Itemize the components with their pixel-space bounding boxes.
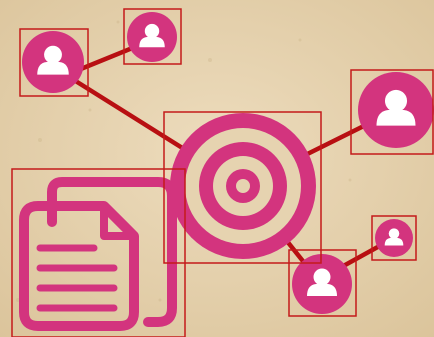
user-icon: [375, 219, 413, 257]
target-icon: [170, 113, 316, 259]
user-icon: [127, 12, 177, 62]
annotation-boxes: [11, 8, 434, 337]
user-icon: [22, 31, 84, 93]
annotation-box: [163, 111, 322, 264]
annotation-box: [11, 168, 186, 337]
annotation-box: [123, 8, 182, 65]
annotation-box: [350, 69, 434, 155]
annotation-box: [288, 249, 357, 317]
document-copy-icon: [19, 177, 177, 331]
user-icon: [358, 72, 434, 148]
user-icon: [292, 254, 352, 314]
annotation-box: [371, 215, 417, 261]
annotation-box: [19, 28, 89, 97]
